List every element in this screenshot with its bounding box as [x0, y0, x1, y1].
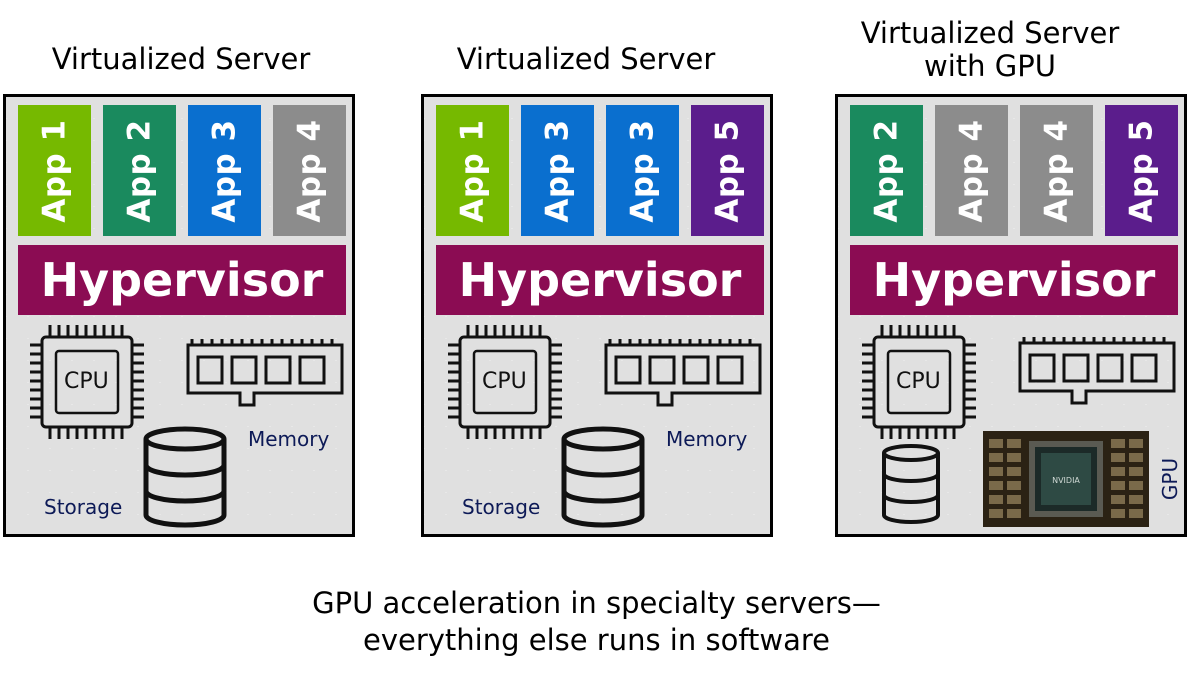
- server-3-title: Virtualized Server with GPU: [860, 16, 1120, 83]
- cpu-icon: [862, 325, 976, 439]
- app-label: App 2: [121, 118, 158, 223]
- storage-icon: [882, 444, 940, 524]
- app-label: App 3: [624, 118, 661, 223]
- cpu-label: CPU: [482, 369, 527, 394]
- app-block: App 3: [521, 105, 594, 236]
- server-3-box: App 2 App 4 App 4 App 5 Hypervisor CPU: [835, 94, 1187, 537]
- app-block: App 2: [850, 105, 923, 236]
- memory-label: Memory: [666, 427, 748, 451]
- app-label: App 5: [709, 118, 746, 223]
- caption: GPU acceleration in specialty servers— e…: [0, 585, 1193, 659]
- gpu-icon: NVIDIA: [983, 431, 1149, 527]
- app-label: App 4: [1038, 118, 1075, 223]
- app-block: App 1: [18, 105, 91, 236]
- app-block: App 3: [606, 105, 679, 236]
- app-label: App 2: [868, 118, 905, 223]
- gpu-label: GPU: [1158, 457, 1183, 501]
- server-2-box: App 1 App 3 App 3 App 5 Hypervisor CPU M…: [421, 94, 773, 537]
- storage-icon: [143, 426, 227, 528]
- cpu-icon: [448, 325, 562, 439]
- app-block: App 2: [103, 105, 176, 236]
- app-block: App 4: [1020, 105, 1093, 236]
- app-label: App 3: [206, 118, 243, 223]
- app-block: App 4: [935, 105, 1008, 236]
- app-label: App 5: [1123, 118, 1160, 223]
- caption-line-1: GPU acceleration in specialty servers—: [312, 586, 881, 620]
- memory-icon: [1018, 337, 1176, 405]
- app-label: App 1: [454, 118, 491, 223]
- memory-icon: [604, 339, 762, 407]
- app-block: App 5: [1105, 105, 1178, 236]
- app-block: App 5: [691, 105, 764, 236]
- memory-icon: [186, 339, 344, 407]
- hypervisor-bar: Hypervisor: [850, 245, 1178, 315]
- cpu-label: CPU: [896, 369, 941, 394]
- app-block: App 4: [273, 105, 346, 236]
- app-label: App 4: [291, 118, 328, 223]
- cpu-icon: [30, 325, 144, 439]
- hypervisor-bar: Hypervisor: [18, 245, 346, 315]
- server-1-title: Virtualized Server: [51, 42, 311, 76]
- caption-line-2: everything else runs in software: [362, 623, 831, 657]
- app-block: App 1: [436, 105, 509, 236]
- server-1-box: App 1 App 2 App 3 App 4 Hypervisor CPU M…: [3, 94, 355, 537]
- gpu-chip-text: NVIDIA: [1052, 476, 1080, 485]
- cpu-label: CPU: [64, 369, 109, 394]
- app-label: App 4: [953, 118, 990, 223]
- hypervisor-bar: Hypervisor: [436, 245, 764, 315]
- app-block: App 3: [188, 105, 261, 236]
- storage-label: Storage: [462, 495, 541, 519]
- server-2-title: Virtualized Server: [456, 42, 716, 76]
- app-label: App 1: [36, 118, 73, 223]
- app-label: App 3: [539, 118, 576, 223]
- storage-icon: [561, 426, 645, 528]
- memory-label: Memory: [248, 427, 330, 451]
- storage-label: Storage: [44, 495, 123, 519]
